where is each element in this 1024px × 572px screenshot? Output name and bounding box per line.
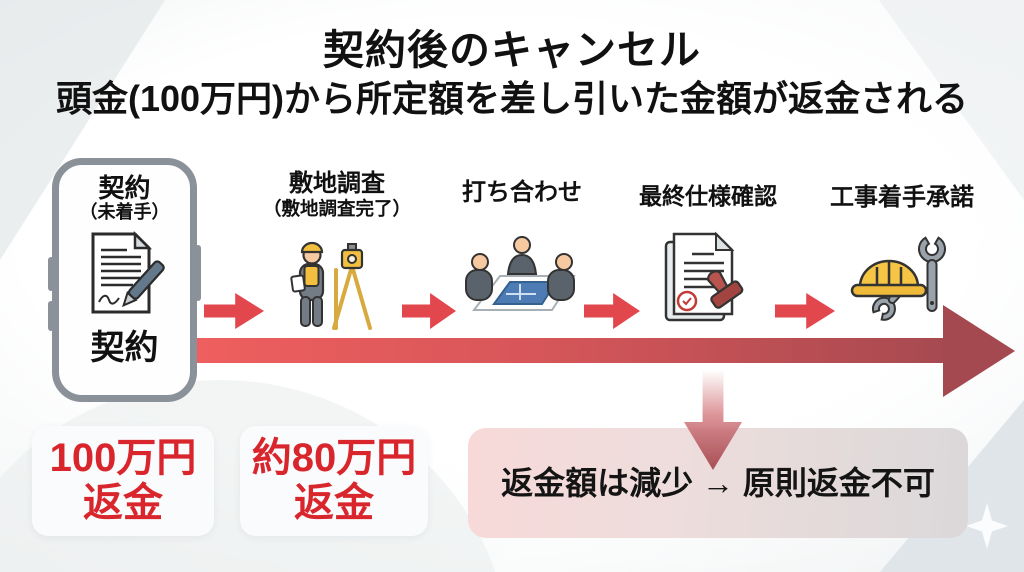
stage-final-spec-label: 最終仕様確認 bbox=[639, 183, 777, 209]
step-arrow-icon bbox=[402, 293, 456, 329]
stage-meeting-label: 打ち合わせ bbox=[462, 179, 582, 206]
page-title: 契約後のキャンセル bbox=[323, 27, 701, 73]
refund-summary-text: 返金額は減少 → 原則返金不可 bbox=[501, 465, 935, 501]
stage-contract-card: 契約 （未着手） 契約 bbox=[48, 158, 201, 402]
phone-side-button bbox=[48, 301, 54, 331]
stage-site-survey-label: 敷地調査 （敷地調査完了） bbox=[262, 170, 411, 219]
refund-amount: 約80万円 bbox=[251, 436, 417, 481]
phone-side-button bbox=[48, 257, 54, 291]
refund-box-full: 100万円 返金 bbox=[32, 426, 214, 536]
timeline-arrow-body bbox=[193, 338, 945, 363]
step-arrow-icon bbox=[584, 293, 640, 329]
refund-box-partial: 約80万円 返金 bbox=[240, 426, 428, 536]
stamped-document-icon bbox=[658, 230, 753, 328]
contract-document-icon bbox=[83, 230, 167, 318]
refund-label: 返金 bbox=[83, 481, 163, 525]
stage-contract-label: 契約 bbox=[98, 173, 151, 203]
surveyor-icon bbox=[288, 236, 383, 336]
step-arrow-icon bbox=[204, 293, 264, 329]
stage-contract-sublabel: （未着手） bbox=[79, 202, 170, 223]
timeline-arrowhead-icon bbox=[943, 305, 1015, 397]
stage-contract-caption: 契約 bbox=[90, 328, 159, 367]
page-subtitle: 頭金(100万円)から所定額を差し引いた金額が返金される bbox=[55, 78, 969, 119]
refund-label: 返金 bbox=[294, 481, 374, 525]
stage-construction-start-label: 工事着手承諾 bbox=[830, 184, 974, 211]
helmet-tools-icon bbox=[848, 233, 950, 325]
phone-side-button bbox=[195, 245, 201, 301]
refund-amount: 100万円 bbox=[49, 436, 197, 481]
meeting-icon bbox=[458, 232, 582, 320]
step-arrow-icon bbox=[775, 293, 835, 329]
